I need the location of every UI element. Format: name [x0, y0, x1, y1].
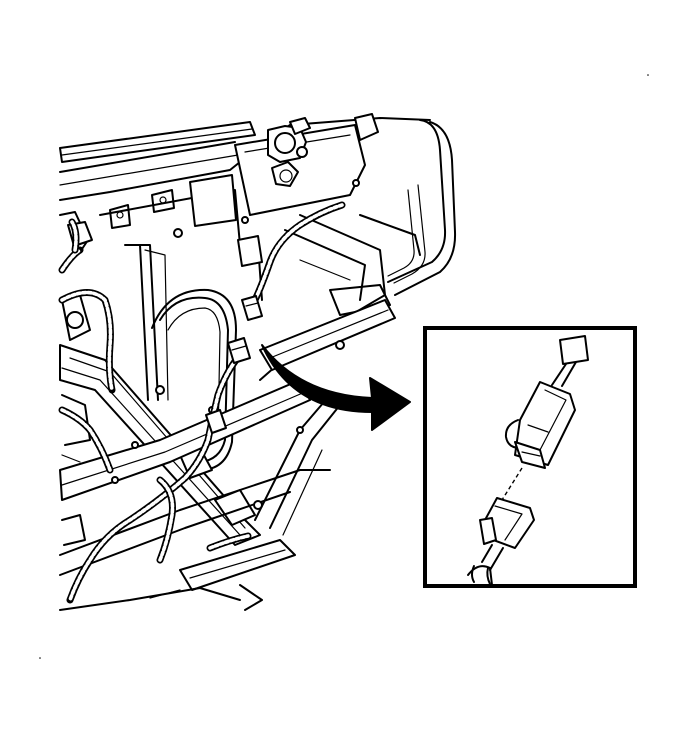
stray-dot: [39, 657, 41, 659]
connector-detail-inset: [423, 326, 637, 588]
curved-arrow-icon: [261, 344, 411, 431]
wiring-harness: [58, 201, 346, 604]
door-inner-panel: [59, 113, 457, 611]
mating-connector: [467, 497, 535, 586]
electrical-connector-icon: [504, 335, 589, 469]
harness-connector: [205, 295, 263, 434]
stray-dot: [647, 74, 649, 76]
